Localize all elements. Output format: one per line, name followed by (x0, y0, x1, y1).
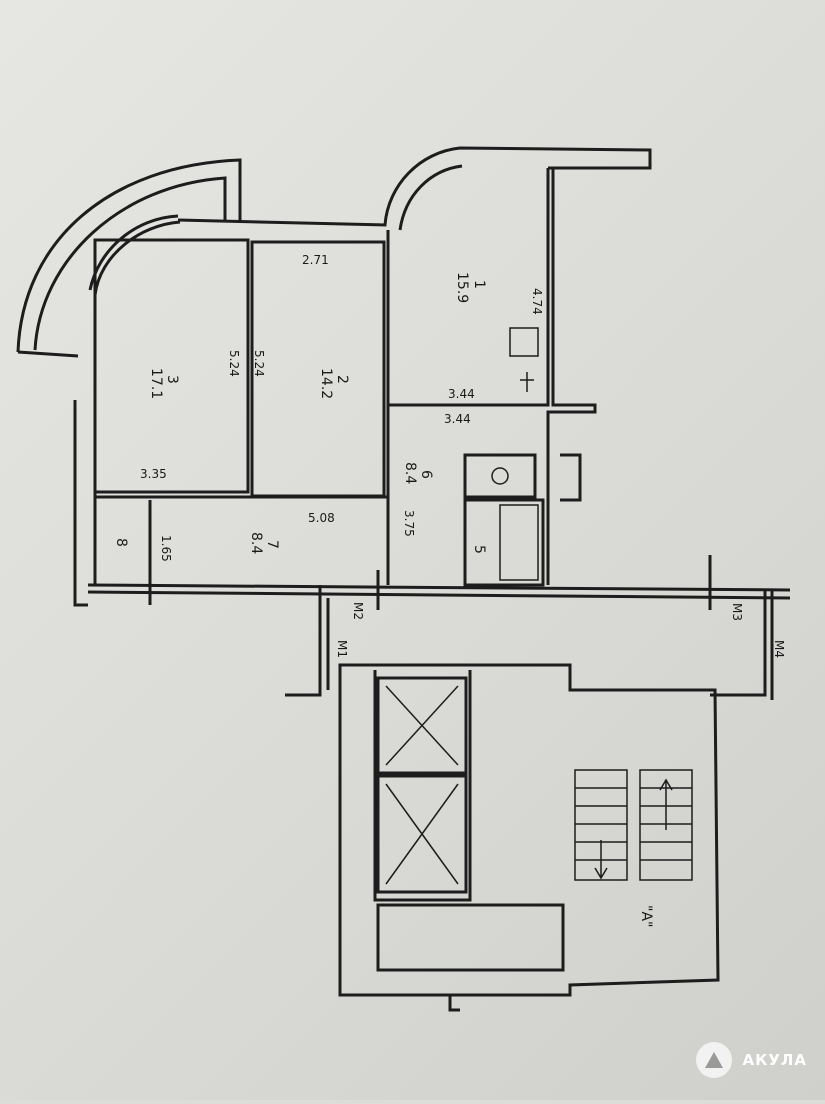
dim-3-44-b: 3.44 (444, 412, 471, 426)
room-1-number: 1 (471, 280, 487, 289)
elevator-1 (376, 676, 468, 775)
room-3-outline (93, 238, 250, 494)
room-labels: 3 17.1 2 14.2 1 15.9 6 8.4 7 8.4 8 5 (113, 272, 487, 554)
room-7-area: 8.4 (248, 532, 264, 554)
marker-m2: M2 (351, 602, 365, 620)
dim-5-24-b: 5.24 (252, 350, 266, 377)
room-3-number: 3 (164, 375, 180, 384)
room-8-number: 8 (113, 538, 129, 547)
room-5-number: 5 (471, 545, 487, 554)
dim-4-74: 4.74 (530, 288, 544, 315)
room-3-area: 17.1 (148, 368, 164, 399)
stove-icon (509, 327, 539, 357)
room-6-area: 8.4 (402, 462, 418, 484)
room-2-outline (250, 240, 386, 498)
stairs (574, 769, 693, 881)
dim-3-75: 3.75 (402, 510, 416, 537)
walls (16, 146, 791, 1012)
dim-5-08: 5.08 (308, 511, 335, 525)
section-a-label: "A" (638, 905, 654, 927)
room-7-number: 7 (264, 540, 280, 549)
watermark-logo: АКУЛА (696, 1042, 807, 1078)
marker-m1: M1 (335, 640, 349, 658)
logo-text: АКУЛА (742, 1051, 807, 1069)
room-6-number: 6 (418, 470, 434, 479)
dimension-labels: 2.71 4.74 5.24 5.24 3.44 3.44 3.35 1.65 … (140, 253, 786, 927)
dim-3-35: 3.35 (140, 467, 167, 481)
room-2-number: 2 (334, 375, 350, 384)
shark-logo-icon (696, 1042, 733, 1078)
elevator-2 (376, 774, 468, 894)
dim-2-71: 2.71 (302, 253, 329, 267)
room-2-area: 14.2 (318, 368, 334, 399)
marker-m4: M4 (772, 640, 786, 658)
dim-5-24-a: 5.24 (227, 350, 241, 377)
room-1-area: 15.9 (454, 272, 470, 303)
dim-1-65: 1.65 (159, 535, 173, 562)
marker-m3: M3 (730, 603, 744, 621)
dim-3-44-a: 3.44 (448, 387, 475, 401)
